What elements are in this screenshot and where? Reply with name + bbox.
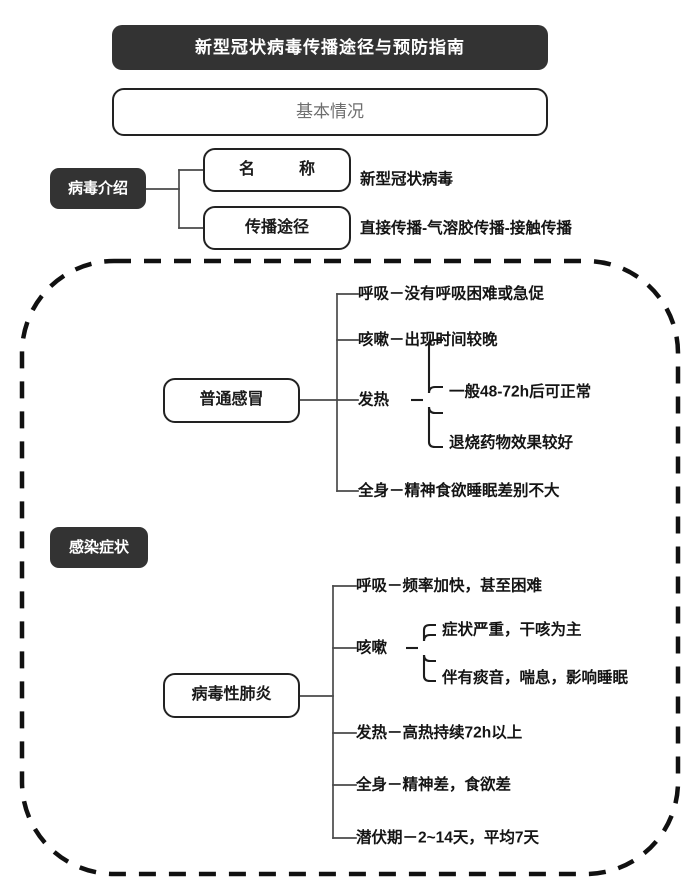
- subleaf-cold-fever-2: 退烧药物效果较好: [449, 434, 574, 452]
- box-virus-name: 名 称: [203, 148, 351, 192]
- leaf-cold-fever: 发热: [358, 391, 390, 409]
- subleaf-cold-fever-1: 一般48-72h后可正常: [449, 383, 592, 401]
- page-title: 新型冠状病毒传播途径与预防指南: [112, 25, 548, 70]
- virus-name-value: 新型冠状病毒: [360, 171, 454, 188]
- leaf-cold-breathing: 呼吸－没有呼吸困难或急促: [358, 285, 545, 303]
- subtitle-basic-info: 基本情况: [112, 88, 548, 136]
- leaf-cold-cough: 咳嗽－出现时间较晚: [358, 331, 498, 349]
- subleaf-pneumonia-cough-2: 伴有痰音，喘息，影响睡眠: [442, 669, 629, 687]
- leaf-pneumonia-breathing: 呼吸－频率加快，甚至困难: [356, 577, 543, 595]
- leaf-pneumonia-cough: 咳嗽: [356, 639, 388, 657]
- box-common-cold: 普通感冒: [163, 378, 300, 423]
- badge-infection-symptoms[interactable]: 感染症状: [50, 527, 148, 568]
- box-viral-pneumonia: 病毒性肺炎: [163, 673, 300, 718]
- subleaf-pneumonia-cough-1: 症状严重，干咳为主: [442, 621, 582, 639]
- leaf-pneumonia-general: 全身－精神差，食欲差: [356, 776, 512, 794]
- leaf-pneumonia-fever: 发热－高热持续72h以上: [356, 724, 523, 742]
- box-transmission-route: 传播途径: [203, 206, 351, 250]
- leaf-cold-general: 全身－精神食欲睡眠差别不大: [358, 482, 560, 500]
- box-virus-name-label: 名 称: [238, 160, 329, 178]
- transmission-route-value: 直接传播-气溶胶传播-接触传播: [360, 220, 572, 237]
- leaf-pneumonia-incubation: 潜伏期－2~14天，平均7天: [356, 829, 540, 847]
- badge-virus-intro[interactable]: 病毒介绍: [50, 168, 146, 209]
